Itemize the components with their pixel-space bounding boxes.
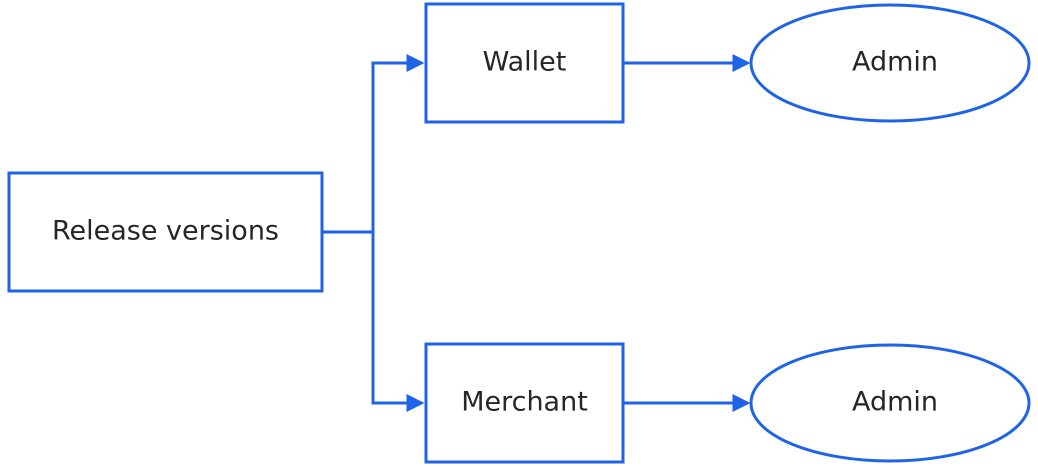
node-wallet-box [424, 2, 625, 124]
node-merchant-admin: Admin [749, 343, 1031, 463]
node-release-versions: Release versions [7, 171, 324, 293]
node-merchant-admin-label: Admin [852, 387, 938, 418]
node-wallet: Wallet [424, 2, 625, 124]
node-wallet-admin-ellipse [749, 3, 1031, 123]
edges [322, 54, 751, 412]
node-merchant: Merchant [424, 342, 625, 464]
node-release-versions-box [7, 171, 324, 293]
node-wallet-label: Wallet [483, 47, 567, 78]
edge-release-to-wallet [322, 54, 425, 234]
node-release-versions-label: Release versions [52, 216, 279, 247]
node-merchant-admin-ellipse [749, 343, 1031, 463]
edge-release-to-merchant [371, 232, 425, 412]
node-wallet-admin-label: Admin [852, 47, 938, 78]
node-wallet-admin: Admin [749, 3, 1031, 123]
node-merchant-box [424, 342, 625, 464]
node-merchant-label: Merchant [461, 387, 588, 418]
